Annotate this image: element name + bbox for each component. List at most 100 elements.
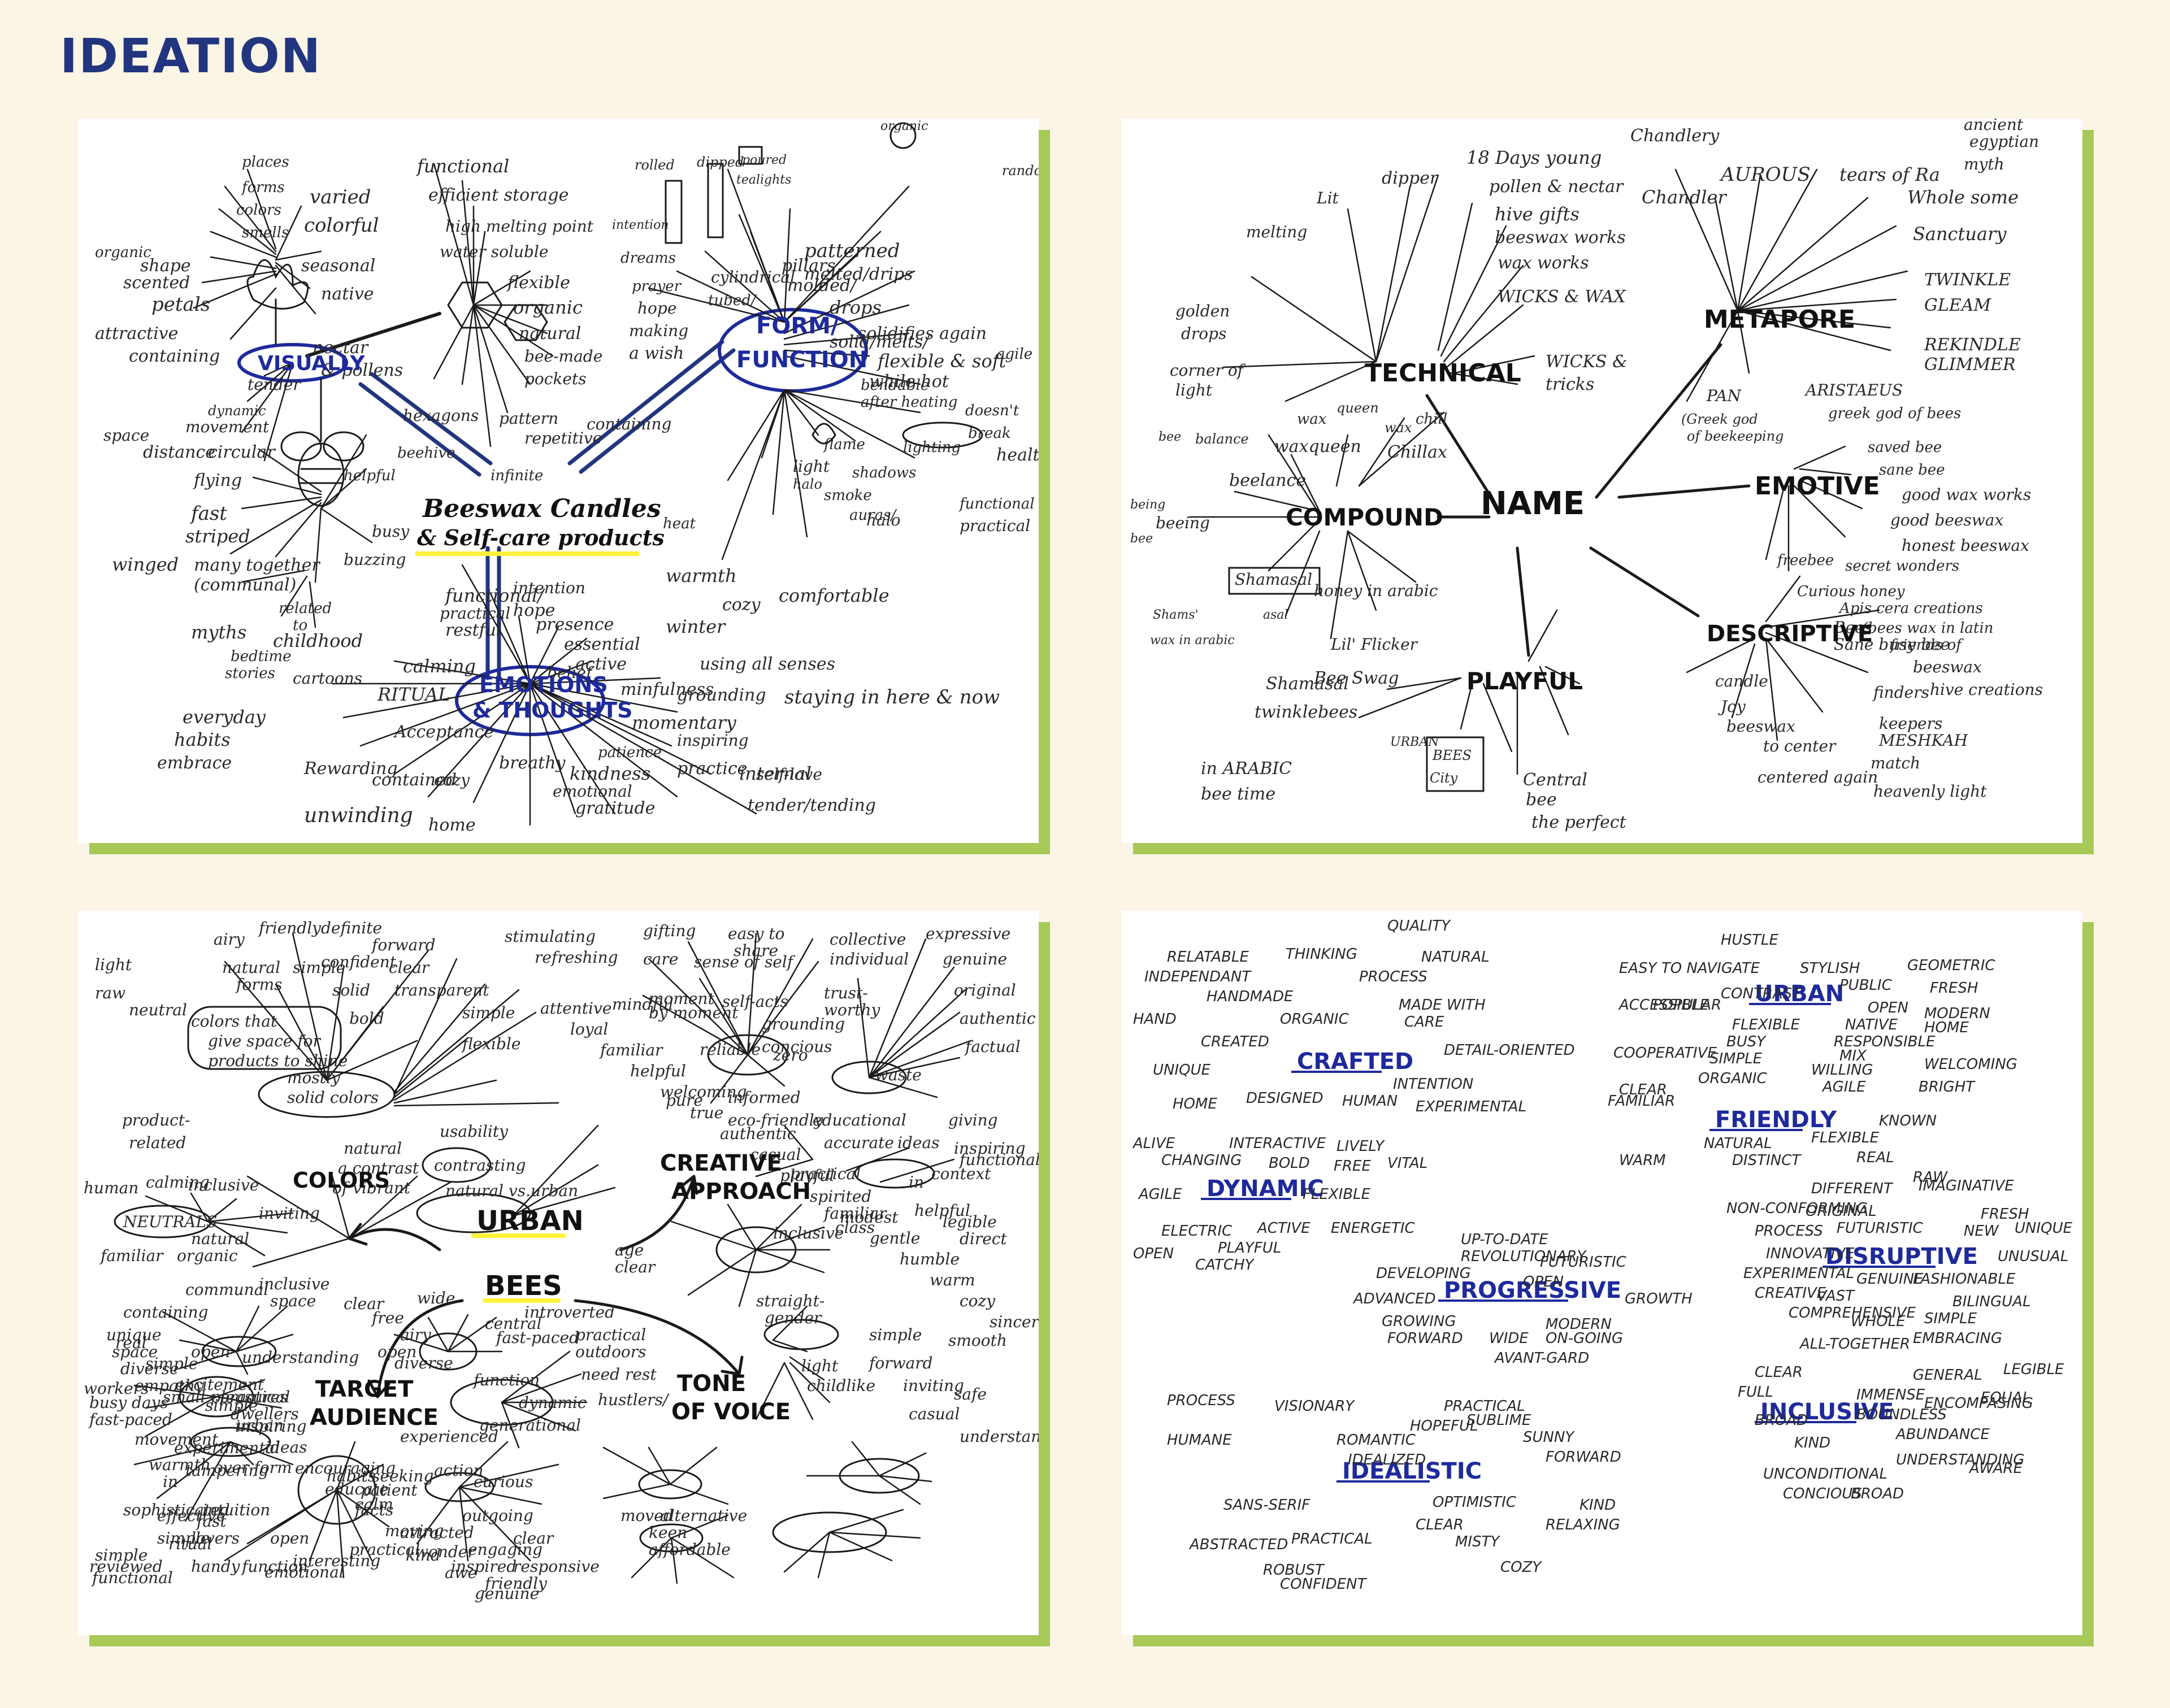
attribute-word: ABUNDANCE: [1895, 1426, 1990, 1443]
mindmap-word: saved bee: [1868, 439, 1942, 456]
mindmap-word: individual: [830, 950, 909, 968]
mindmap-word: true: [690, 1103, 723, 1122]
mindmap-word: moving: [385, 1522, 444, 1540]
mindmap-word: a contrast: [338, 1159, 419, 1177]
mindmap-word: staying in here & now: [784, 686, 1000, 709]
attribute-word: FORWARD: [1546, 1449, 1621, 1466]
mindmap-word: authentic: [720, 1124, 796, 1143]
mindmap-word: need rest: [581, 1365, 657, 1384]
attribute-word: CONTRAST: [1721, 985, 1802, 1002]
center-title: Beeswax Candles: [422, 494, 661, 523]
mindmap-word: light: [801, 1357, 839, 1375]
mindmap-word: Chandlery: [1630, 126, 1720, 146]
mindmap-word: comfortable: [779, 585, 889, 606]
mindmap-word: communal: [185, 1280, 268, 1299]
mindmap-word: keepers: [1879, 714, 1942, 733]
mindmap-word: mostly: [287, 1068, 341, 1087]
attribute-word: IMMENSE: [1856, 1387, 1925, 1403]
mindmap-word: clear: [513, 1529, 554, 1548]
mindmap-word: inclusive: [188, 1176, 259, 1194]
keyword-progressive: PROGRESSIVE: [1444, 1277, 1621, 1303]
attribute-word: DESIGNED: [1246, 1090, 1323, 1107]
mindmap-word: colorful: [304, 214, 379, 237]
mindmap-word: gifting: [643, 922, 696, 940]
mindmap-word: informed: [728, 1088, 801, 1107]
attribute-word: PUBLIC: [1839, 977, 1893, 994]
attribute-word: DEVELOPING: [1376, 1265, 1471, 1282]
mindmap-word: secret wonders: [1845, 558, 1959, 575]
mindmap-word: cozy: [960, 1292, 996, 1310]
mindmap-word: nectar: [313, 338, 369, 358]
keyword-dynamic: DYNAMIC: [1206, 1176, 1324, 1202]
mindmap-word: diverse: [394, 1354, 453, 1372]
mindmap-word: everyday: [183, 706, 266, 728]
mindmap-word: beeswax: [1913, 658, 1982, 676]
mindmap-word: halo: [866, 511, 901, 529]
mindmap-word: natural: [344, 1139, 402, 1158]
mindmap-word: Lil' Flicker: [1330, 635, 1418, 654]
attribute-word: ON-GOING: [1546, 1330, 1623, 1347]
attribute-word: MISTY: [1455, 1533, 1500, 1550]
mindmap-word: active: [575, 654, 627, 674]
mindmap-word: shape: [140, 256, 191, 276]
mindmap-word: light: [95, 955, 132, 974]
mindmap-word: pockets: [524, 370, 587, 388]
mindmap-word: childlike: [807, 1376, 875, 1395]
mindmap-word: habits: [327, 1467, 376, 1485]
mindmap-word: spirited: [810, 1187, 871, 1206]
mindmap-word: by moment: [649, 1003, 739, 1022]
mindmap-word: natural: [519, 324, 581, 344]
mindmap-word: solidifies again: [858, 324, 987, 344]
attribute-word: ORGANIC: [1280, 1011, 1349, 1028]
keyword-inclusive: INCLUSIVE: [1760, 1399, 1894, 1425]
attribute-word: ALL-TOGETHER: [1799, 1336, 1910, 1353]
attribute-word: Simple: [1924, 1310, 1977, 1327]
mindmap-word: beelance: [1229, 471, 1306, 490]
mindmap-word: winged: [112, 554, 179, 575]
mindmap-word: presence: [536, 615, 614, 634]
mindmap-word: inspiring: [235, 1417, 307, 1436]
mindmap-word: drops: [830, 297, 882, 318]
attribute-word: ADVANCED: [1352, 1290, 1436, 1307]
mindmap-word: familiar: [599, 1041, 663, 1059]
hub-playful: PLAYFUL: [1466, 667, 1583, 695]
mindmap-word: seeking: [372, 1467, 433, 1485]
mindmap-word: pure: [666, 1091, 703, 1110]
mindmap-word: melted/drips: [804, 264, 913, 284]
mindmap-word: tender/tending: [748, 796, 876, 815]
mindmap-word: casual: [750, 1145, 801, 1164]
attribute-word: FUTURISTIC: [1540, 1254, 1627, 1271]
hub-descriptive: DESCRIPTIVE: [1707, 621, 1873, 647]
attribute-word: ENERGETIC: [1331, 1220, 1415, 1237]
mindmap-word: native: [321, 284, 374, 304]
mindmap-word: Lit: [1316, 189, 1339, 207]
attribute-word: FREE: [1334, 1158, 1371, 1175]
mindmap-word: friendly: [484, 1574, 548, 1593]
attribute-word: PRACTICAL: [1444, 1398, 1525, 1415]
mindmap-word: inviting: [259, 1204, 320, 1223]
mindmap-word: wax in arabic: [1150, 633, 1235, 647]
mindmap-word: Curious honey: [1797, 583, 1905, 600]
mindmap-word: workers: [84, 1379, 149, 1398]
attribute-word: WHOLE: [1851, 1313, 1906, 1330]
mindmap-word: winter: [666, 616, 726, 637]
mindmap-word: practical: [575, 1325, 646, 1344]
attribute-word: REVOLUTIONARY: [1461, 1248, 1587, 1265]
mindmap-word: AUROUS: [1719, 163, 1811, 186]
mindmap-word: drops: [1181, 324, 1226, 343]
attribute-word: INDEPENDANT: [1144, 968, 1252, 985]
mindmap-word: functional: [91, 1568, 173, 1587]
mindmap-word: waste: [875, 1066, 922, 1084]
mindmap-word: a wish: [629, 344, 684, 363]
attribute-word: UNUSUAL: [1998, 1248, 2068, 1265]
mindmap-word: Bee Swag: [1313, 668, 1399, 688]
mindmap-word: heavenly light: [1873, 782, 1987, 801]
mindmap-word: experimental: [174, 1438, 280, 1457]
attribute-word: KIND: [1579, 1497, 1616, 1514]
attribute-word: GROWTH: [1625, 1290, 1692, 1307]
mindmap-word: airy: [214, 930, 245, 949]
mindmap-word: buzzing: [344, 550, 406, 569]
mindmap-word: hope: [513, 601, 555, 620]
mindmap-word: being: [1130, 498, 1165, 512]
mindmap-word: natural vs.urban: [445, 1181, 578, 1200]
